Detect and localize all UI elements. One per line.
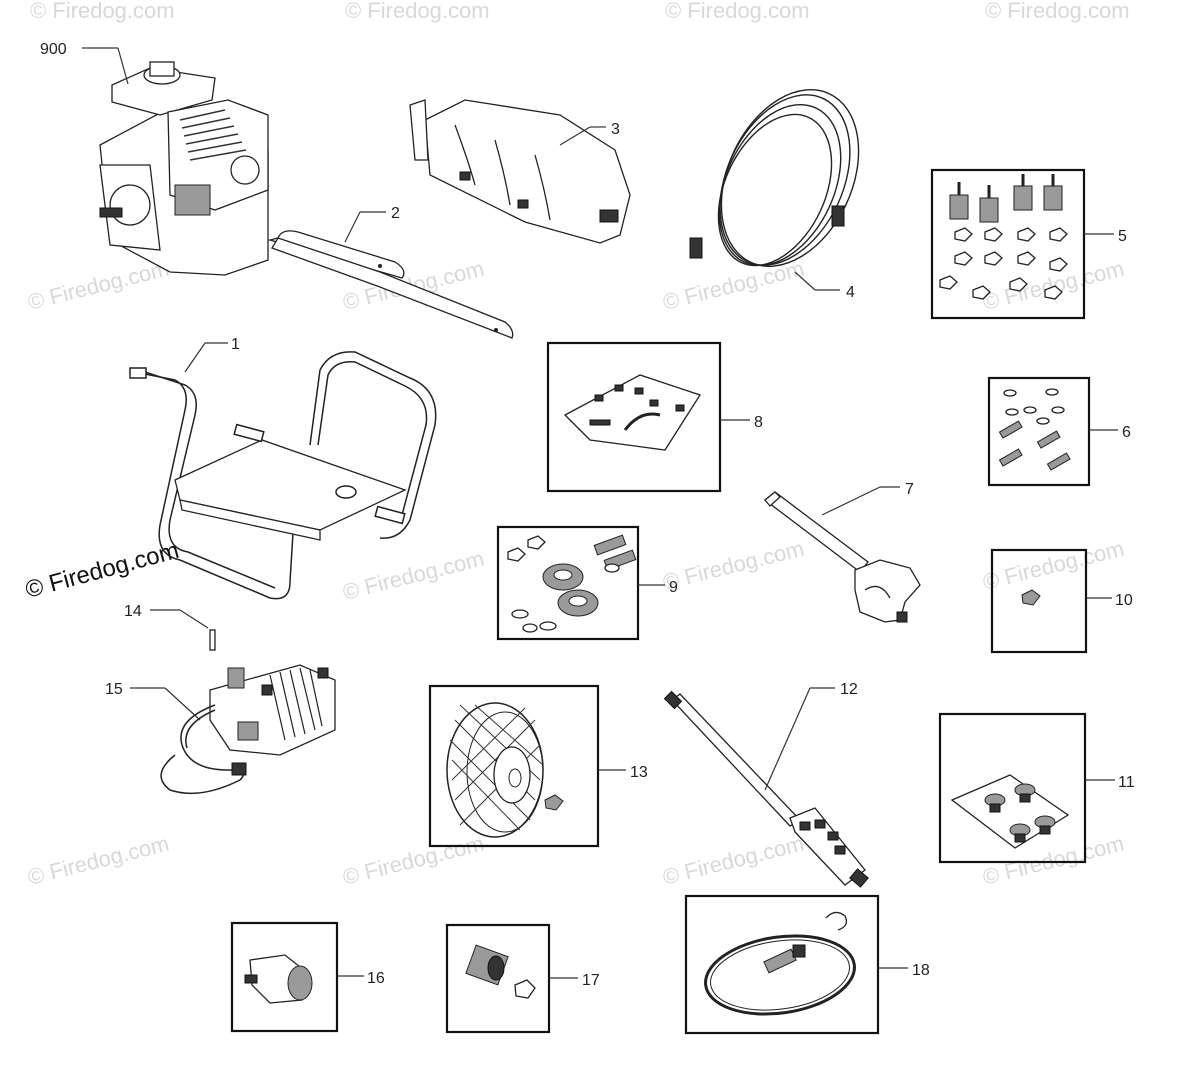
watermark: © Firedog.com [660, 831, 806, 890]
lance-part-12 [663, 690, 869, 888]
pin-part-14 [209, 629, 216, 651]
leader-line [184, 342, 206, 373]
kit-box-6 [987, 376, 1091, 487]
leader-line [344, 211, 361, 243]
watermark: © Firedog.com [25, 256, 171, 315]
watermark: © Firedog.com [980, 831, 1126, 890]
kit-box-13 [428, 684, 600, 848]
leader-line [117, 47, 129, 85]
watermark: © Firedog.com [980, 536, 1126, 595]
part-label-11: 11 [1118, 774, 1135, 791]
part-label-3: 3 [611, 121, 620, 138]
part-label-6: 6 [1122, 424, 1131, 441]
kit-box-5 [930, 168, 1086, 320]
mounts-part-5 [939, 174, 1068, 300]
pump-part-15 [160, 664, 336, 795]
part-label-900: 900 [40, 41, 67, 58]
part-label-10: 10 [1115, 592, 1133, 609]
part-label-4: 4 [846, 284, 855, 301]
watermark: © Firedog.com [985, 0, 1130, 23]
kit-box-11 [938, 712, 1087, 864]
gun-part-7 [763, 491, 921, 623]
fitting-part-16 [244, 954, 313, 1004]
shroud-part-3 [409, 99, 631, 244]
engine-part-900 [99, 61, 269, 276]
leader-line [559, 126, 591, 146]
watermark-prominent: © Firedog.com [23, 537, 182, 604]
part-label-8: 8 [754, 414, 763, 431]
watermark: © Firedog.com [660, 536, 806, 595]
part-label-13: 13 [630, 764, 648, 781]
cap-part-10 [1021, 589, 1041, 606]
part-label-1: 1 [231, 336, 240, 353]
watermark: © Firedog.com [345, 0, 490, 23]
part-label-2: 2 [391, 205, 400, 222]
part-label-14: 14 [124, 603, 142, 620]
frame-part-1 [129, 351, 437, 600]
hose-kit-part-18 [704, 911, 856, 1016]
leader-line [764, 687, 811, 791]
bar-part-2 [267, 230, 514, 339]
kit-box-18 [684, 894, 880, 1035]
watermark: © Firedog.com [340, 831, 486, 890]
leader-line [179, 609, 209, 629]
part-label-7: 7 [905, 481, 914, 498]
watermark: © Firedog.com [25, 831, 171, 890]
leader-line [821, 486, 881, 516]
watermark: © Firedog.com [665, 0, 810, 23]
part-label-12: 12 [840, 681, 858, 698]
hose-part-4 [689, 89, 860, 267]
screws-part-6 [998, 388, 1071, 471]
kit-box-8 [546, 341, 722, 493]
nozzles-part-11 [950, 774, 1070, 849]
part-label-5: 5 [1118, 228, 1127, 245]
part-label-15: 15 [105, 681, 123, 698]
part-label-9: 9 [669, 579, 678, 596]
part-label-17: 17 [582, 972, 600, 989]
leader-line [794, 271, 816, 291]
part-label-18: 18 [912, 962, 930, 979]
part-label-16: 16 [367, 970, 385, 987]
watermark: © Firedog.com [30, 0, 175, 23]
kit-box-10 [990, 548, 1088, 654]
coupler-part-17 [465, 944, 536, 999]
kit-box-9 [496, 525, 640, 641]
decal-part-8 [563, 374, 701, 451]
seals-part-9 [507, 534, 637, 633]
watermark: © Firedog.com [340, 546, 486, 605]
leader-line [164, 687, 201, 721]
wheel-part-13 [446, 702, 564, 838]
kit-box-16 [230, 921, 339, 1033]
